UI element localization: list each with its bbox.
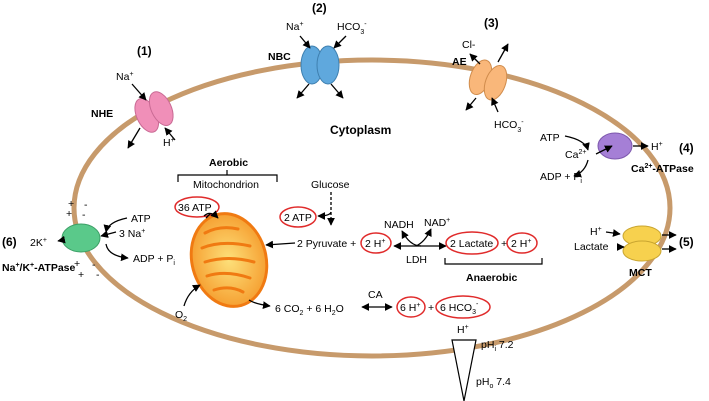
mct-h-label: H+ — [590, 226, 602, 238]
anaerobic-bracket — [444, 258, 543, 265]
anaerobic-label: Anaerobic — [466, 272, 518, 284]
ae-hco3-label: HCO3- — [494, 119, 524, 134]
nbc-hco3-label: HCO3- — [337, 21, 367, 36]
hco6-oval — [435, 295, 491, 319]
plus-lactate: + — [501, 238, 507, 250]
ae-name: AE — [452, 56, 467, 68]
charge-inner-1: - — [84, 199, 88, 211]
charge-outer-1: + — [68, 198, 74, 210]
mct-transporter: (5) H+ Lactate MCT — [574, 225, 694, 279]
ph-gradient: H+ pHi 7.2 pHo 7.4 — [451, 324, 514, 401]
atp2-label: 2 ATP — [284, 212, 312, 224]
cytoplasm-label: Cytoplasm — [330, 123, 391, 137]
mct-protein — [622, 225, 662, 262]
ca-atpase-name: Ca2+-ATPase — [631, 163, 694, 175]
ca-atpase-atp-label: ATP — [540, 132, 560, 144]
nhe-transporter: (1) Na+ NHE H+ — [91, 44, 176, 149]
na-k-atpase-na-label: 3 Na+ — [119, 228, 145, 240]
gradient-h-label: H+ — [457, 324, 469, 336]
nhe-h-label: H+ — [163, 137, 175, 149]
ca-atpase-ca-label: Ca2+ — [565, 149, 586, 161]
nbc-number: (2) — [312, 1, 327, 15]
ph-inside-label: pHi 7.2 — [481, 339, 514, 353]
ae-number: (3) — [484, 16, 499, 30]
ldh-reaction: NADH NAD+ LDH — [384, 217, 450, 266]
ae-transporter: (3) Cl- AE HCO3- — [452, 16, 524, 134]
atp36-label: 36 ATP — [178, 202, 212, 214]
na-k-atpase-atp-label: ATP — [131, 213, 151, 225]
ca-atpase-adp-label: ADP + Pi — [540, 171, 582, 185]
charge-outer-3: + — [74, 258, 80, 270]
lactate2-oval — [445, 231, 499, 255]
ae-protein — [468, 59, 508, 101]
nbc-name: NBC — [268, 51, 291, 63]
glycolysis: Glucose 2 ATP 2 Pyruvate + 2 H+ — [265, 179, 392, 254]
h2-label: 2 H+ — [365, 238, 385, 250]
atp36-oval — [174, 196, 220, 218]
ca-atpase-transporter: (4) ATP Ca2+ H+ ADP + Pi Ca2+-ATPase — [540, 132, 694, 185]
h2-oval — [360, 232, 392, 254]
nadh-label: NADH — [384, 219, 414, 231]
h2b-oval — [506, 232, 538, 254]
h6-label: 6 H+ — [400, 302, 420, 314]
lactate2-label: 2 Lactate — [450, 238, 493, 250]
na-k-atpase-protein — [61, 223, 101, 253]
ae-cl-label: Cl- — [462, 39, 476, 51]
pyruvate-label: 2 Pyruvate + — [297, 238, 356, 250]
mct-name: MCT — [629, 267, 652, 279]
nbc-na-label: Na+ — [286, 21, 304, 33]
nhe-name: NHE — [91, 108, 113, 120]
anaerobic-section: 2 Lactate + 2 H+ Anaerobic — [444, 231, 543, 284]
nhe-na-label: Na+ — [116, 71, 134, 83]
nad-label: NAD+ — [424, 217, 450, 229]
carbonic-anhydrase-reaction: 6 CO2 + 6 H2O CA 6 H+ + 6 HCO3- — [275, 289, 491, 319]
glucose-label: Glucose — [311, 179, 350, 191]
na-k-atpase-transporter: (6) 2K+ ATP 3 Na+ ADP + Pi Na+/K+-ATPase… — [2, 198, 175, 281]
atp2-oval — [279, 206, 317, 228]
ph-outside-label: pHo 7.4 — [476, 376, 511, 390]
gradient-wedge — [451, 339, 477, 401]
nhe-protein — [134, 91, 174, 133]
mitochondrion-label: Mitochondrion — [193, 179, 259, 191]
mitochondrion — [189, 212, 269, 308]
nhe-number: (1) — [137, 44, 152, 58]
mct-lactate-label: Lactate — [574, 241, 609, 253]
na-k-atpase-number: (6) — [2, 235, 17, 249]
ca-label: CA — [368, 289, 383, 301]
charge-outer-4: + — [78, 269, 84, 281]
charge-inner-4: - — [96, 269, 100, 281]
plus-hco: + — [428, 302, 434, 314]
hco6-label: 6 HCO3- — [440, 301, 479, 316]
co2-h2o-label: 6 CO2 + 6 H2O — [275, 303, 344, 317]
aerobic-label: Aerobic — [209, 157, 248, 169]
h2b-label: 2 H+ — [511, 238, 531, 250]
charge-inner-3: - — [92, 259, 96, 271]
na-k-atpase-name: Na+/K+-ATPase — [2, 262, 76, 274]
nbc-protein — [300, 45, 340, 85]
o2-label: O2 — [175, 309, 187, 323]
aerobic-section: Aerobic Mitochondrion 36 ATP O2 — [174, 157, 278, 323]
ca-atpase-protein — [597, 132, 633, 160]
nbc-transporter: (2) Na+ HCO3- NBC — [268, 1, 367, 99]
ca-atpase-h-label: H+ — [651, 141, 663, 153]
charge-outer-2: + — [66, 208, 72, 220]
mct-number: (5) — [679, 235, 694, 249]
h6-oval — [396, 296, 426, 318]
charge-inner-2: - — [82, 209, 86, 221]
cell-membrane — [71, 57, 673, 359]
na-k-atpase-k-label: 2K+ — [30, 237, 47, 249]
na-k-atpase-adp-label: ADP + Pi — [133, 253, 175, 267]
ldh-label: LDH — [406, 254, 427, 266]
ca-atpase-number: (4) — [679, 141, 694, 155]
